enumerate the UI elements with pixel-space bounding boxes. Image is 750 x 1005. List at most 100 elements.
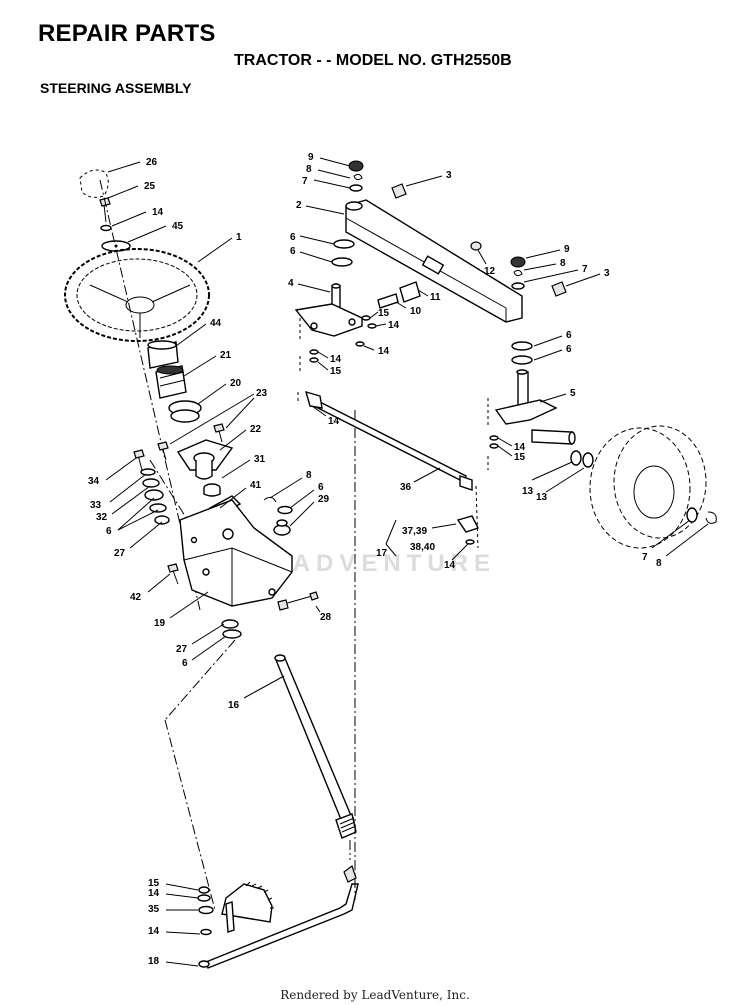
callout-label: 4: [288, 278, 294, 289]
callout-label: 12: [484, 266, 496, 277]
callout-18: 18: [148, 956, 199, 967]
steering-bracket-19: [179, 499, 293, 607]
callout-3-left: 3: [405, 170, 452, 187]
callout-label: 13: [536, 492, 548, 503]
callout-35: 35: [148, 904, 198, 915]
callout-label: 9: [308, 152, 314, 163]
callout-label: 6: [318, 482, 324, 493]
bolt-42: [167, 563, 179, 585]
callout-label: 8: [306, 164, 312, 175]
washer-7-right: [511, 282, 525, 290]
hardware-15-14-35: [197, 886, 214, 936]
spindle-4-left: [294, 283, 363, 337]
callout-label: 21: [220, 350, 232, 361]
callout-8-left: 8: [306, 164, 351, 179]
bolt-34: [133, 449, 145, 471]
callout-14-tierod-end: 14: [444, 543, 469, 571]
callout-label: 19: [154, 618, 166, 629]
callout-23: 23: [169, 388, 268, 445]
callout-label: 14: [148, 888, 160, 899]
callout-label: 15: [378, 308, 390, 319]
bearings-6-right: [511, 341, 533, 365]
callout-22: 22: [219, 424, 262, 451]
bushing-31: [203, 483, 221, 497]
steering-wheel: [64, 248, 210, 342]
steering-shaft-16: [274, 654, 357, 839]
callout-4: 4: [288, 278, 331, 293]
callout-16: 16: [228, 675, 285, 711]
callout-14-bottom-b: 14: [148, 926, 201, 937]
callout-27: 27: [114, 521, 163, 559]
callout-14-tierod: 14: [311, 405, 340, 427]
callout-2: 2: [296, 200, 345, 215]
callout-label: 44: [210, 318, 222, 329]
callout-13b: 13: [536, 467, 585, 503]
bolt-28: [277, 591, 319, 611]
callout-11: 11: [417, 289, 441, 303]
washers-33-32: [140, 468, 170, 525]
callout-label: 32: [96, 512, 108, 523]
callout-label: 2: [296, 200, 302, 211]
callout-label: 35: [148, 904, 160, 915]
callout-label: 14: [444, 560, 456, 571]
grease-fitting-3-left: [391, 183, 407, 199]
callout-label: 14: [388, 320, 400, 331]
callout-label: 29: [318, 494, 330, 505]
callout-label: 41: [250, 480, 262, 491]
callout-label: 31: [254, 454, 266, 465]
callout-15-top: 15: [369, 308, 390, 319]
steering-adapter-21: [155, 365, 187, 399]
callout-3-right: 3: [565, 268, 610, 287]
callout-label: 14: [378, 346, 390, 357]
cap-9-right: [510, 256, 526, 268]
callout-label: 18: [148, 956, 160, 967]
callout-7-left: 7: [302, 176, 351, 189]
callout-label: 3: [604, 268, 610, 279]
callout-label: 15: [514, 452, 526, 463]
callout-label: 15: [330, 366, 342, 377]
callout-6-lower: 6: [182, 635, 227, 669]
callout-label: 8: [306, 470, 312, 481]
washer-7-wheel: [686, 507, 698, 523]
callout-28: 28: [315, 605, 332, 623]
steering-bellows-44: [147, 340, 179, 369]
callout-label: 9: [564, 244, 570, 255]
callout-label: 45: [172, 221, 184, 232]
callout-6-top-b: 6: [290, 246, 333, 263]
callout-14-top-c: 14: [317, 351, 342, 365]
callout-44: 44: [175, 318, 222, 347]
steering-wheel-cap: [79, 169, 109, 198]
callout-label: 6: [566, 330, 572, 341]
callout-5: 5: [539, 388, 576, 403]
callout-label: 14: [148, 926, 160, 937]
callout-6-mid: 6: [289, 482, 324, 509]
bushing-27-lower: [221, 619, 242, 639]
clip-8-left: [353, 173, 363, 181]
callout-label: 42: [130, 592, 142, 603]
callout-label: 33: [90, 500, 102, 511]
washers-13: [570, 450, 594, 468]
washer-6-right: [277, 505, 293, 515]
callout-label: 6: [182, 658, 188, 669]
callout-label: 13: [522, 486, 534, 497]
callout-45: 45: [127, 221, 184, 243]
callout-15-right: 15: [497, 445, 526, 463]
callout-label: 22: [250, 424, 262, 435]
callout-32: 32: [96, 485, 151, 523]
callout-14-top-b: 14: [363, 345, 390, 357]
page-title: REPAIR PARTS: [38, 20, 216, 47]
nut-12: [470, 241, 482, 251]
callout-label: 6: [566, 344, 572, 355]
callout-8-right: 8: [523, 258, 566, 271]
callout-label: 8: [560, 258, 566, 269]
callout-label: 10: [410, 306, 422, 317]
callout-42: 42: [130, 573, 171, 603]
callout-6-left: 6: [106, 497, 159, 537]
callout-label: 6: [290, 246, 296, 257]
callout-15-bottom: 15: [148, 878, 199, 891]
steering-support-22: [176, 439, 234, 480]
front-axle-2: [345, 199, 523, 323]
callout-label: 28: [320, 612, 332, 623]
callout-label: 34: [88, 476, 100, 487]
callout-14: 14: [111, 207, 164, 227]
